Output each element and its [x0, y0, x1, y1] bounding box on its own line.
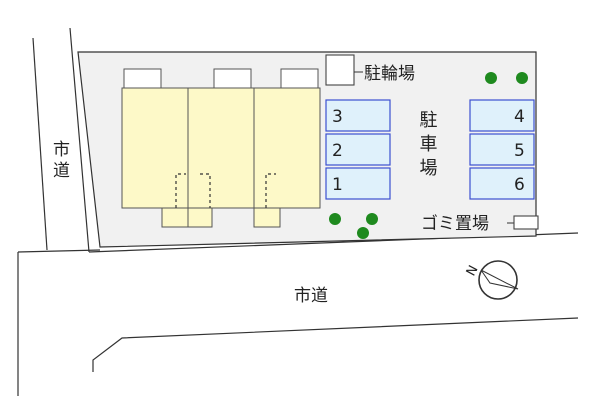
parking-slot-label: 3 [332, 107, 343, 127]
parking-block-left: 3 2 1 [325, 99, 391, 200]
garbage-label: ゴミ置場 [421, 213, 489, 234]
compass: N [464, 260, 519, 300]
tree-icon [329, 213, 341, 225]
parking-slot-1 [325, 167, 391, 200]
parking-slot-3 [325, 99, 391, 132]
bicycle-parking-label: 駐輪場 [364, 64, 415, 84]
tree-icon [357, 227, 369, 239]
tree-icon [485, 72, 497, 84]
parking-slot-label: 6 [514, 175, 525, 195]
parking-block-right: 4 5 6 [469, 99, 535, 200]
parking-slot-5 [469, 133, 535, 166]
parking-label: 駐車場 [417, 110, 438, 182]
parking-slot-label: 5 [514, 141, 525, 161]
parking-slot-label: 1 [332, 175, 343, 195]
tree-icon [516, 72, 528, 84]
parking-slot-label: 2 [332, 141, 343, 161]
parking-slot-6 [469, 167, 535, 200]
garbage-box [513, 215, 539, 230]
road-label-west: 市道 [49, 140, 70, 182]
bicycle-parking-box [325, 54, 355, 86]
apartment-buildings [121, 68, 321, 228]
entrance-dashes [175, 173, 276, 208]
parking-slot-2 [325, 133, 391, 166]
road-label-south: 市道 [294, 286, 328, 306]
parking-slot-4 [469, 99, 535, 132]
parking-slot-label: 4 [514, 107, 525, 127]
trees [329, 72, 528, 239]
tree-icon [366, 213, 378, 225]
